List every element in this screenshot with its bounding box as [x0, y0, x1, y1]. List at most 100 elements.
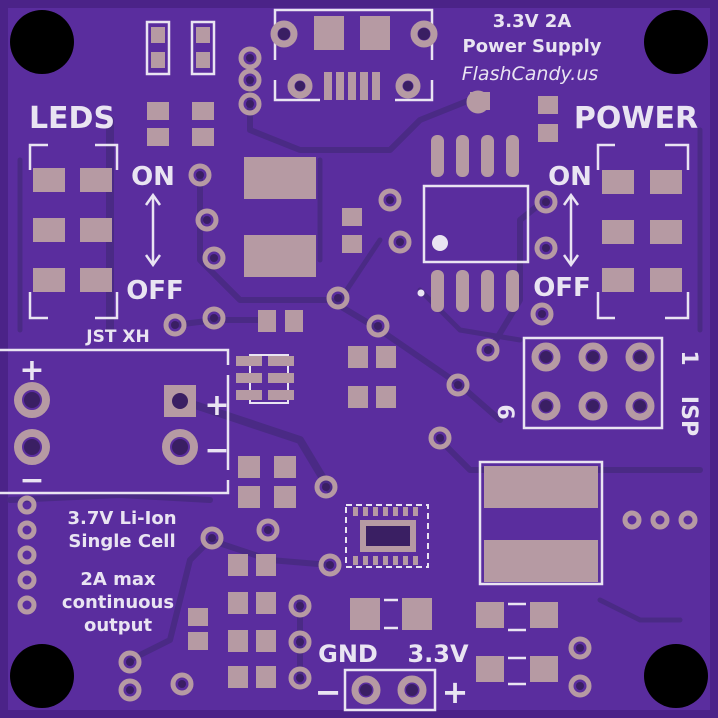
via-hole	[171, 321, 179, 329]
battery-minus-left: −	[19, 463, 44, 498]
via	[378, 188, 402, 212]
passive-components	[188, 92, 558, 688]
via-hole	[246, 54, 254, 62]
output-plus: +	[442, 673, 469, 711]
via-hole	[296, 674, 304, 682]
led-indicators	[145, 20, 216, 146]
mount-hole-top-right	[644, 10, 708, 74]
isp-pin-6: 6	[492, 404, 517, 419]
via-hole	[126, 686, 134, 694]
via-hole	[322, 483, 330, 491]
right-header-pins	[622, 510, 698, 530]
via	[195, 208, 219, 232]
leds-label: LEDS	[29, 101, 115, 136]
via-hole	[208, 534, 216, 542]
mount-hole-bottom-left	[10, 644, 74, 708]
via-hole	[326, 561, 334, 569]
via	[288, 594, 312, 618]
gnd-label: GND	[318, 640, 378, 668]
via	[568, 636, 592, 660]
via-hole	[386, 196, 394, 204]
via	[188, 163, 212, 187]
via	[534, 190, 558, 214]
via	[202, 306, 226, 330]
vias	[118, 46, 592, 702]
battery-plus-right: +	[204, 388, 229, 423]
inductor-pad-top	[244, 157, 316, 199]
via	[238, 68, 262, 92]
inductor-pad-bottom	[244, 235, 316, 277]
leds-switch	[28, 143, 162, 320]
battery-minus-right: −	[204, 433, 229, 468]
output-capacitor	[478, 460, 604, 586]
output-minus: −	[315, 673, 342, 711]
via	[476, 338, 500, 362]
via	[388, 230, 412, 254]
via-hole	[246, 76, 254, 84]
via-hole	[210, 254, 218, 262]
title-line-1: 3.3V 2A	[493, 11, 572, 32]
top-connector	[270, 8, 438, 102]
connector-label: JST XH	[85, 327, 149, 347]
current-line-1: 2A max	[80, 569, 156, 590]
isp-pin-1: 1	[676, 350, 701, 365]
title-line-2: Power Supply	[463, 36, 602, 57]
via-hole	[542, 198, 550, 206]
via	[318, 553, 342, 577]
silkscreen-text: 3.3V 2A Power Supply FlashCandy.us LEDS …	[19, 11, 701, 711]
sot-transistor	[236, 354, 294, 404]
leds-switch-on: ON	[131, 162, 175, 192]
via-hole	[296, 638, 304, 646]
via	[238, 46, 262, 70]
via	[202, 246, 226, 270]
via	[568, 674, 592, 698]
via-hole	[334, 294, 342, 302]
via	[118, 678, 142, 702]
power-switch-off: OFF	[533, 273, 591, 303]
isp-header	[522, 336, 664, 430]
via-hole	[454, 381, 462, 389]
via	[118, 650, 142, 674]
via-hole	[264, 526, 272, 534]
via-hole	[538, 310, 546, 318]
via	[428, 426, 452, 450]
soic-ic	[417, 135, 530, 312]
current-line-2: continuous	[62, 592, 174, 613]
via	[534, 236, 558, 260]
via-hole	[203, 216, 211, 224]
via-hole	[374, 322, 382, 330]
via-hole	[126, 658, 134, 666]
via	[288, 666, 312, 690]
power-switch-on: ON	[548, 162, 592, 192]
via-hole	[196, 171, 204, 179]
power-label: POWER	[574, 101, 698, 136]
via-hole	[576, 644, 584, 652]
qfn-ic	[345, 504, 429, 568]
via	[366, 314, 390, 338]
via	[446, 373, 470, 397]
via-hole	[484, 346, 492, 354]
via	[238, 92, 262, 116]
via-hole	[542, 244, 550, 252]
battery-connector	[0, 348, 230, 495]
via	[170, 672, 194, 696]
output-regulator-pads	[350, 598, 558, 686]
via-hole	[436, 434, 444, 442]
via	[530, 302, 554, 326]
via-hole	[210, 314, 218, 322]
output-voltage-label: 3.3V	[407, 640, 469, 668]
mount-hole-top-left	[10, 10, 74, 74]
via	[200, 526, 224, 550]
battery-line-2: Single Cell	[68, 531, 175, 552]
via-hole	[576, 682, 584, 690]
output-terminal	[343, 668, 437, 712]
brand-text: FlashCandy.us	[462, 63, 599, 85]
via-hole	[296, 602, 304, 610]
power-switch	[562, 143, 690, 320]
via	[326, 286, 350, 310]
leds-switch-off: OFF	[126, 276, 184, 306]
via	[163, 313, 187, 337]
mounting-holes	[10, 10, 708, 708]
battery-plus-left: +	[19, 353, 44, 388]
